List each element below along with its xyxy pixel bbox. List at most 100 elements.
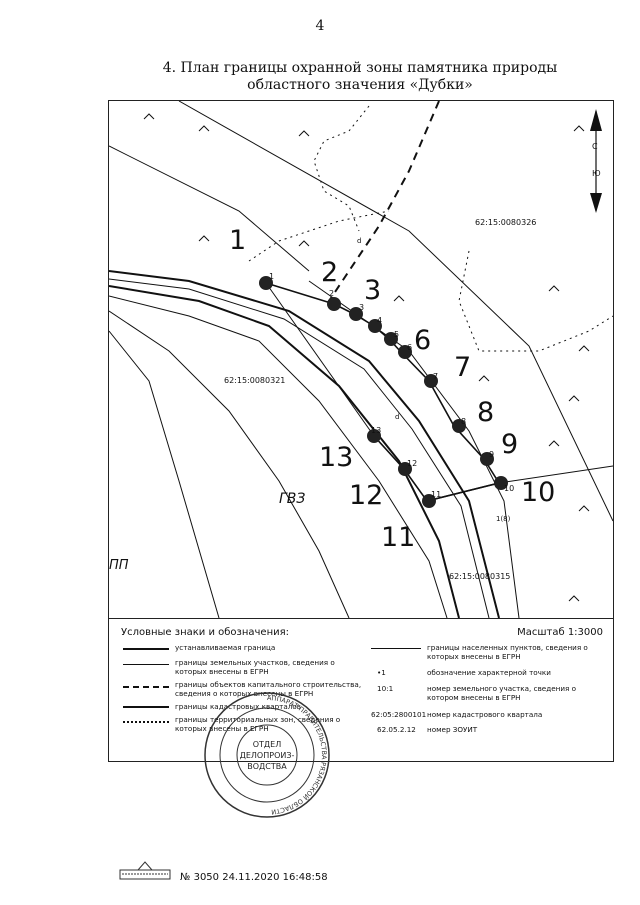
point-label-2: 2 xyxy=(321,257,338,288)
page-number: 4 xyxy=(315,18,325,34)
legend-line-6 xyxy=(371,648,421,649)
compass-south: Ю xyxy=(592,169,601,178)
zone-label: ГВЗ xyxy=(279,491,305,507)
legend-item-5: границы территориальных зон, сведения о … xyxy=(175,715,341,733)
legend-item-9: номер кадастрового квартала xyxy=(427,710,543,719)
point-marker-1 xyxy=(259,276,273,290)
dotted-forest-edge-3 xyxy=(458,250,613,352)
point-small-8: 8 xyxy=(461,417,466,426)
cadastral-label-1: 62:15:0080326 xyxy=(475,218,536,227)
point-label-9: 9 xyxy=(501,429,518,460)
zone-inner-line xyxy=(265,282,375,437)
legend-line-5 xyxy=(123,721,169,723)
point-small-2: 2 xyxy=(329,289,334,298)
stamp: АППАРАТ ПРАВИТЕЛЬСТВА РЯЗАНСКОЙ ОБЛАСТИ … xyxy=(204,692,330,818)
parcel-line xyxy=(109,145,310,272)
road-edge-1 xyxy=(109,270,500,618)
misc-label-partial: ПП xyxy=(109,558,129,573)
page-title: 4. План границы охранной зоны памятника … xyxy=(150,60,570,94)
point-small-7: 7 xyxy=(433,372,438,381)
legend-line-1 xyxy=(123,648,169,650)
legend-line-3 xyxy=(123,686,169,688)
footer-logo-icon xyxy=(119,861,171,880)
footer-registration: № 3050 24.11.2020 16:48:58 xyxy=(180,872,328,883)
point-marker-6 xyxy=(398,345,412,359)
point-small-1: 1 xyxy=(269,272,274,281)
cadastral-label-2: 62:15:0080321 xyxy=(224,376,285,385)
legend-item-2: границы земельных участков, сведения о к… xyxy=(175,658,335,676)
point-label-13: 13 xyxy=(319,442,353,473)
point-marker-5 xyxy=(384,332,398,346)
legend-line-4 xyxy=(123,706,169,708)
forest-symbols xyxy=(143,113,590,602)
map-frame: 1 2 3 6 7 8 9 10 11 12 13 1 2 3 4 5 6 7 … xyxy=(108,100,614,619)
point-label-8: 8 xyxy=(477,397,494,428)
map-canvas: 1 2 3 6 7 8 9 10 11 12 13 1 2 3 4 5 6 7 … xyxy=(109,101,613,618)
point-label-12: 12 xyxy=(349,480,383,511)
point-marker-11 xyxy=(422,494,436,508)
title-line-2: областного значения «Дубки» xyxy=(247,77,473,93)
legend-item-4: границы кадастровых кварталов xyxy=(175,702,301,711)
legend-title: Условные знаки и обозначения: xyxy=(121,627,290,638)
point-marker-3 xyxy=(349,307,363,321)
point-label-6: 6 xyxy=(414,325,431,356)
point-small-12: 12 xyxy=(407,459,417,468)
legend-item-7: обозначение характерной точки xyxy=(427,668,551,677)
point-small-3: 3 xyxy=(359,303,364,312)
point-label-1: 1 xyxy=(229,225,246,256)
cadastral-boundary-dashed xyxy=(328,101,440,302)
point-marker-12 xyxy=(398,462,412,476)
point-marker-8 xyxy=(452,419,466,433)
legend-item-8: номер земельного участка, сведения о кот… xyxy=(427,684,576,702)
point-small-5: 5 xyxy=(394,330,399,339)
cadastral-label-3: 62:15:0080315 xyxy=(449,572,510,581)
road-edge-4 xyxy=(109,295,448,618)
point-marker-4 xyxy=(368,319,382,333)
point-small-9: 9 xyxy=(489,450,494,459)
point-label-11: 11 xyxy=(381,522,415,553)
boundary-east xyxy=(498,465,613,484)
point-small-10: 10 xyxy=(504,484,514,493)
point-marker-13 xyxy=(367,429,381,443)
misc-label-mark: 1(8) xyxy=(496,515,511,523)
legend-item-1: устанавливаемая граница xyxy=(175,643,276,652)
point-marker-2 xyxy=(327,297,341,311)
legend: Условные знаки и обозначения: Масштаб 1:… xyxy=(108,617,614,762)
point-marker-9 xyxy=(480,452,494,466)
legend-line-2 xyxy=(123,664,169,665)
point-markers xyxy=(259,276,508,508)
compass-icon: С Ю xyxy=(590,109,602,213)
point-small-6: 6 xyxy=(407,343,412,352)
point-small-11: 11 xyxy=(431,490,441,499)
legend-symbol-8: 10:1 xyxy=(377,684,394,693)
scale-label: Масштаб 1:3000 xyxy=(517,627,603,638)
title-line-1: 4. План границы охранной зоны памятника … xyxy=(162,60,558,76)
field-edge xyxy=(109,310,350,618)
compass-north: С xyxy=(592,142,598,151)
stamp-line-2: ДЕЛОПРОИЗ- xyxy=(240,751,295,760)
stamp-line-1: ОТДЕЛ xyxy=(253,740,282,749)
legend-item-3: границы объектов капитального строительс… xyxy=(175,680,362,698)
road-edge-3 xyxy=(109,285,460,618)
legend-symbol-9: 62:05:2800101 xyxy=(371,710,427,719)
legend-symbol-7: •1 xyxy=(377,668,386,677)
stamp-line-3: ВОДСТВА xyxy=(247,762,287,771)
point-label-3: 3 xyxy=(364,275,381,306)
point-marker-10 xyxy=(494,476,508,490)
legend-item-6: границы населенных пунктов, сведения о к… xyxy=(427,643,588,661)
field-edge-2 xyxy=(109,330,220,618)
point-small-13: 13 xyxy=(371,426,381,435)
point-small-4: 4 xyxy=(377,316,382,325)
point-label-10: 10 xyxy=(521,477,555,508)
legend-item-10: номер ЗОУИТ xyxy=(427,725,478,734)
point-label-7: 7 xyxy=(454,352,471,383)
misc-label-d1: d xyxy=(357,237,361,245)
point-marker-7 xyxy=(424,374,438,388)
dotted-forest-edge-2 xyxy=(313,105,370,232)
legend-symbol-10: 62.05.2.12 xyxy=(377,725,416,734)
boundary-south xyxy=(426,482,500,502)
parcel-line-2 xyxy=(178,101,613,522)
road-edge-2 xyxy=(109,278,490,618)
dotted-forest-edge xyxy=(248,210,390,262)
misc-label-d2: d xyxy=(395,413,399,421)
